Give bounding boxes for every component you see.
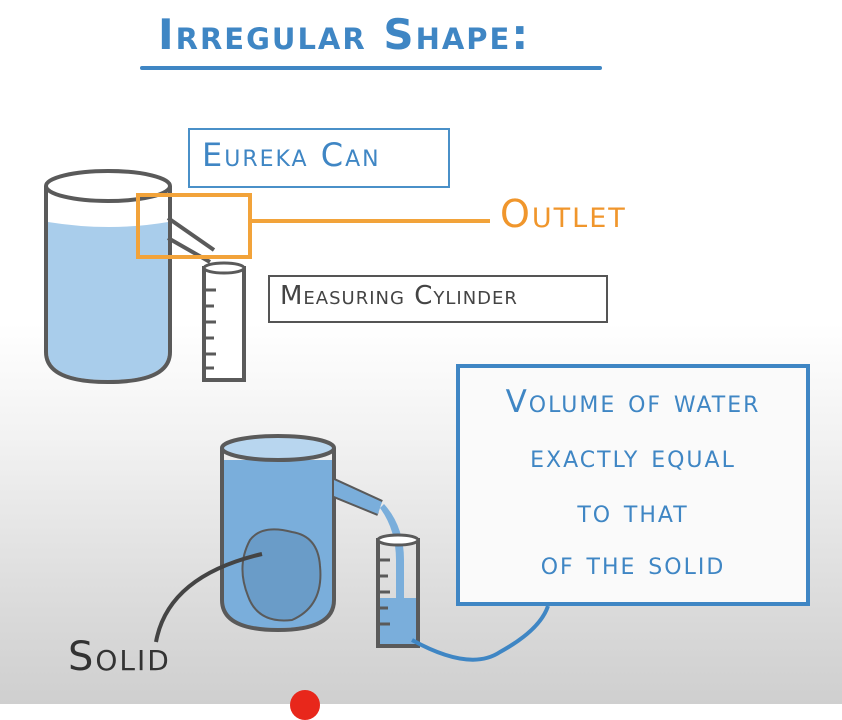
eureka-can-top [44, 169, 216, 385]
eureka-can-label: Eureka Can [202, 136, 381, 174]
volume-note-box [456, 364, 810, 606]
measuring-cylinder-label: Measuring Cylinder [280, 281, 518, 311]
outlet-highlight-box [136, 193, 252, 259]
eureka-can-bottom [220, 434, 404, 633]
measuring-cylinder-top [202, 261, 246, 382]
volume-note-line-1: Volume of water [505, 384, 761, 420]
solid-label: Solid [68, 634, 171, 680]
note-connector-line [411, 605, 550, 662]
volume-note-line-2: exactly equal [530, 439, 736, 475]
title-underline [140, 66, 602, 70]
volume-note-line-4: of the solid [540, 546, 726, 582]
outlet-label: Outlet [500, 192, 627, 236]
eureka-can-label-box [188, 128, 450, 188]
measuring-cylinder-bottom [376, 533, 420, 648]
solid-pointer-line [154, 552, 263, 643]
measuring-cylinder-label-box [268, 275, 608, 323]
player-position-dot[interactable] [290, 690, 320, 720]
volume-note-line-3: to that [577, 494, 689, 530]
outlet-pointer-line [252, 219, 490, 223]
page-title: Irregular Shape: [158, 10, 531, 59]
diagram-illustration [44, 169, 550, 662]
